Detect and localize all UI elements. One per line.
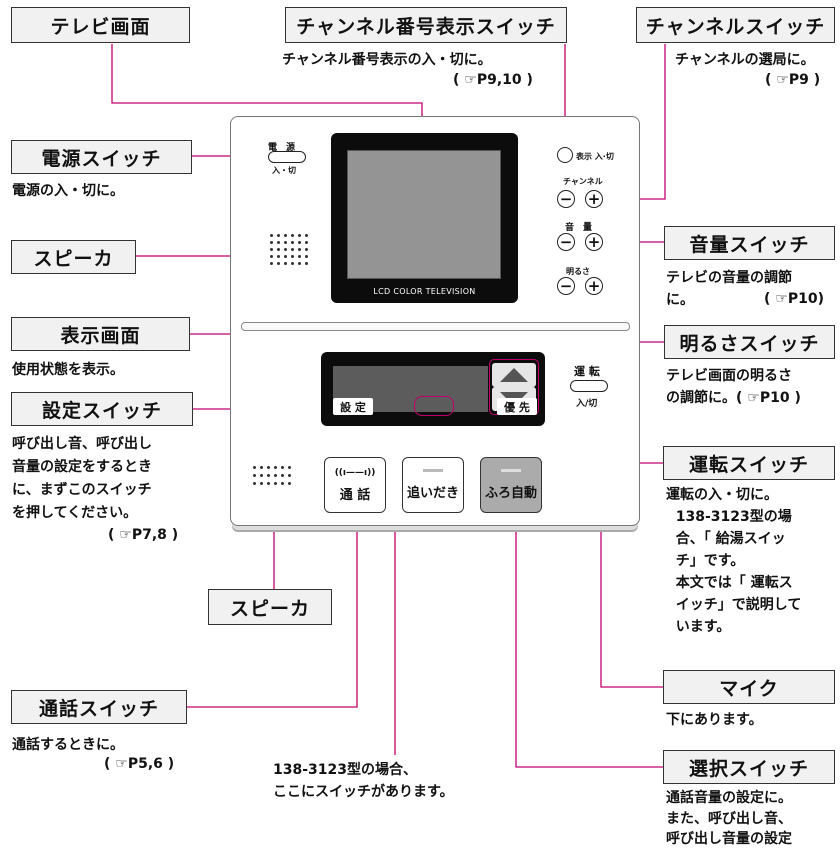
operation-sublabel: 入/切 (576, 399, 598, 409)
call-handset-icon: ((ı——ı)) (334, 467, 376, 478)
operation-button[interactable] (570, 380, 608, 392)
label-channel-number-switch: チャンネル番号表示スイッチ (285, 7, 567, 43)
desc-operation-switch-2: 138-3123型の場 (666, 509, 792, 525)
auto-bath-button-label: ふろ自動 (484, 486, 537, 501)
desc-brightness-switch-1: テレビ画面の明るさ (666, 368, 792, 384)
desc-operation-switch-5: 本文では「 運転ス (666, 575, 793, 591)
brightness-up-button[interactable]: + (585, 277, 603, 295)
desc-operation-switch-3: 合、「 給湯スイッ (666, 531, 786, 547)
desc-setting-switch-4: を押してください。 (12, 505, 138, 521)
call-button-label: 通 話 (339, 487, 371, 503)
desc-setting-switch-3: に、まずこのスイッチ (12, 482, 152, 498)
desc-power-switch: 電源の入・切に。 (12, 183, 124, 199)
tv-screen (347, 150, 501, 279)
power-sublabel: 入・切 (272, 166, 296, 175)
desc-operation-switch-4: チ」です。 (666, 553, 745, 569)
panel-slot (241, 322, 630, 331)
label-volume-switch: 音量スイッチ (664, 226, 835, 260)
ref-call-switch: ( ☞P5,6 ) (104, 756, 175, 772)
desc-volume-switch-2: に。 (666, 292, 694, 308)
call-button[interactable]: ((ı——ı)) 通 話 (324, 457, 386, 513)
brightness-label: 明るさ (566, 267, 590, 276)
label-power-switch: 電源スイッチ (11, 140, 192, 174)
up-arrow-icon (500, 368, 528, 382)
desc-call-switch: 通話するときに。 (12, 737, 124, 753)
label-call-switch: 通話スイッチ (11, 690, 187, 724)
auto-bath-indicator (501, 469, 521, 472)
label-tv-screen: テレビ画面 (11, 7, 190, 43)
power-label: 電 源 (268, 143, 296, 153)
tv-caption: LCD COLOR TELEVISION (373, 287, 476, 296)
ref-setting-switch: ( ☞P7,8 ) (108, 527, 179, 543)
label-speaker-top: スピーカ (11, 240, 136, 274)
desc-operation-switch-1: 運転の入・切に。 (666, 487, 778, 503)
ref-channel-number-switch: ( ☞P9,10 ) (453, 72, 533, 88)
reheat-button[interactable]: 追いだき (402, 457, 464, 513)
desc-volume-switch-1: テレビの音量の調節 (666, 270, 792, 286)
ref-channel-switch: ( ☞P9 ) (765, 72, 821, 88)
up-arrow-button[interactable] (492, 363, 536, 387)
desc-brightness-switch-2: の調節に。( ☞P10 ) (666, 390, 801, 406)
label-select-switch: 選択スイッチ (663, 750, 835, 784)
desc-operation-switch-7: います。 (666, 619, 731, 635)
note-line-2: ここにスイッチがあります。 (273, 784, 454, 800)
volume-up-button[interactable]: + (585, 233, 603, 251)
priority-button[interactable]: 優 先 (497, 398, 537, 415)
label-setting-switch: 設定スイッチ (11, 392, 193, 426)
brightness-down-button[interactable]: − (557, 277, 575, 295)
label-mic: マイク (663, 670, 835, 704)
ref-volume-switch: ( ☞P10) (764, 291, 824, 307)
display-toggle-button[interactable] (557, 147, 573, 163)
auto-bath-button[interactable]: ふろ自動 (480, 457, 542, 513)
label-channel-switch: チャンネルスイッチ (636, 7, 835, 43)
label-speaker-bottom: スピーカ (208, 589, 332, 625)
reheat-button-label: 追いだき (406, 486, 459, 501)
desc-display-screen: 使用状態を表示。 (12, 362, 124, 378)
desc-channel-number-switch: チャンネル番号表示の入・切に。 (282, 52, 492, 68)
volume-down-button[interactable]: − (557, 233, 575, 251)
power-button[interactable] (268, 151, 306, 163)
desc-channel-switch: チャンネルの選局に。 (675, 52, 815, 68)
channel-label: チャンネル (563, 177, 603, 186)
channel-down-button[interactable]: − (557, 190, 575, 208)
channel-up-button[interactable]: + (585, 190, 603, 208)
desc-mic: 下にあります。 (666, 712, 763, 728)
desc-setting-switch-1: 呼び出し音、呼び出し (12, 436, 152, 452)
label-operation-switch: 運転スイッチ (663, 446, 835, 480)
speaker-grille-top (270, 234, 308, 265)
desc-select-switch-2: また、呼び出し音、 (666, 811, 792, 827)
label-brightness-switch: 明るさスイッチ (664, 325, 835, 359)
desc-operation-switch-6: イッチ」で説明して (666, 597, 802, 613)
operation-label: 運 転 (574, 365, 600, 378)
display-toggle-label: 表示 入·切 (576, 152, 614, 161)
desc-select-switch-3: 呼び出し音量の設定 (666, 831, 792, 847)
hidden-switch-location (414, 396, 454, 416)
speaker-grille-bottom (253, 466, 291, 485)
label-display-screen: 表示画面 (11, 317, 190, 351)
volume-label: 音 量 (565, 223, 593, 233)
setting-button[interactable]: 設 定 (333, 398, 373, 415)
reheat-indicator (423, 469, 443, 472)
note-line-1: 138-3123型の場合、 (273, 762, 417, 778)
desc-setting-switch-2: 音量の設定をするとき (12, 459, 152, 475)
desc-select-switch-1: 通話音量の設定に。 (666, 790, 792, 806)
